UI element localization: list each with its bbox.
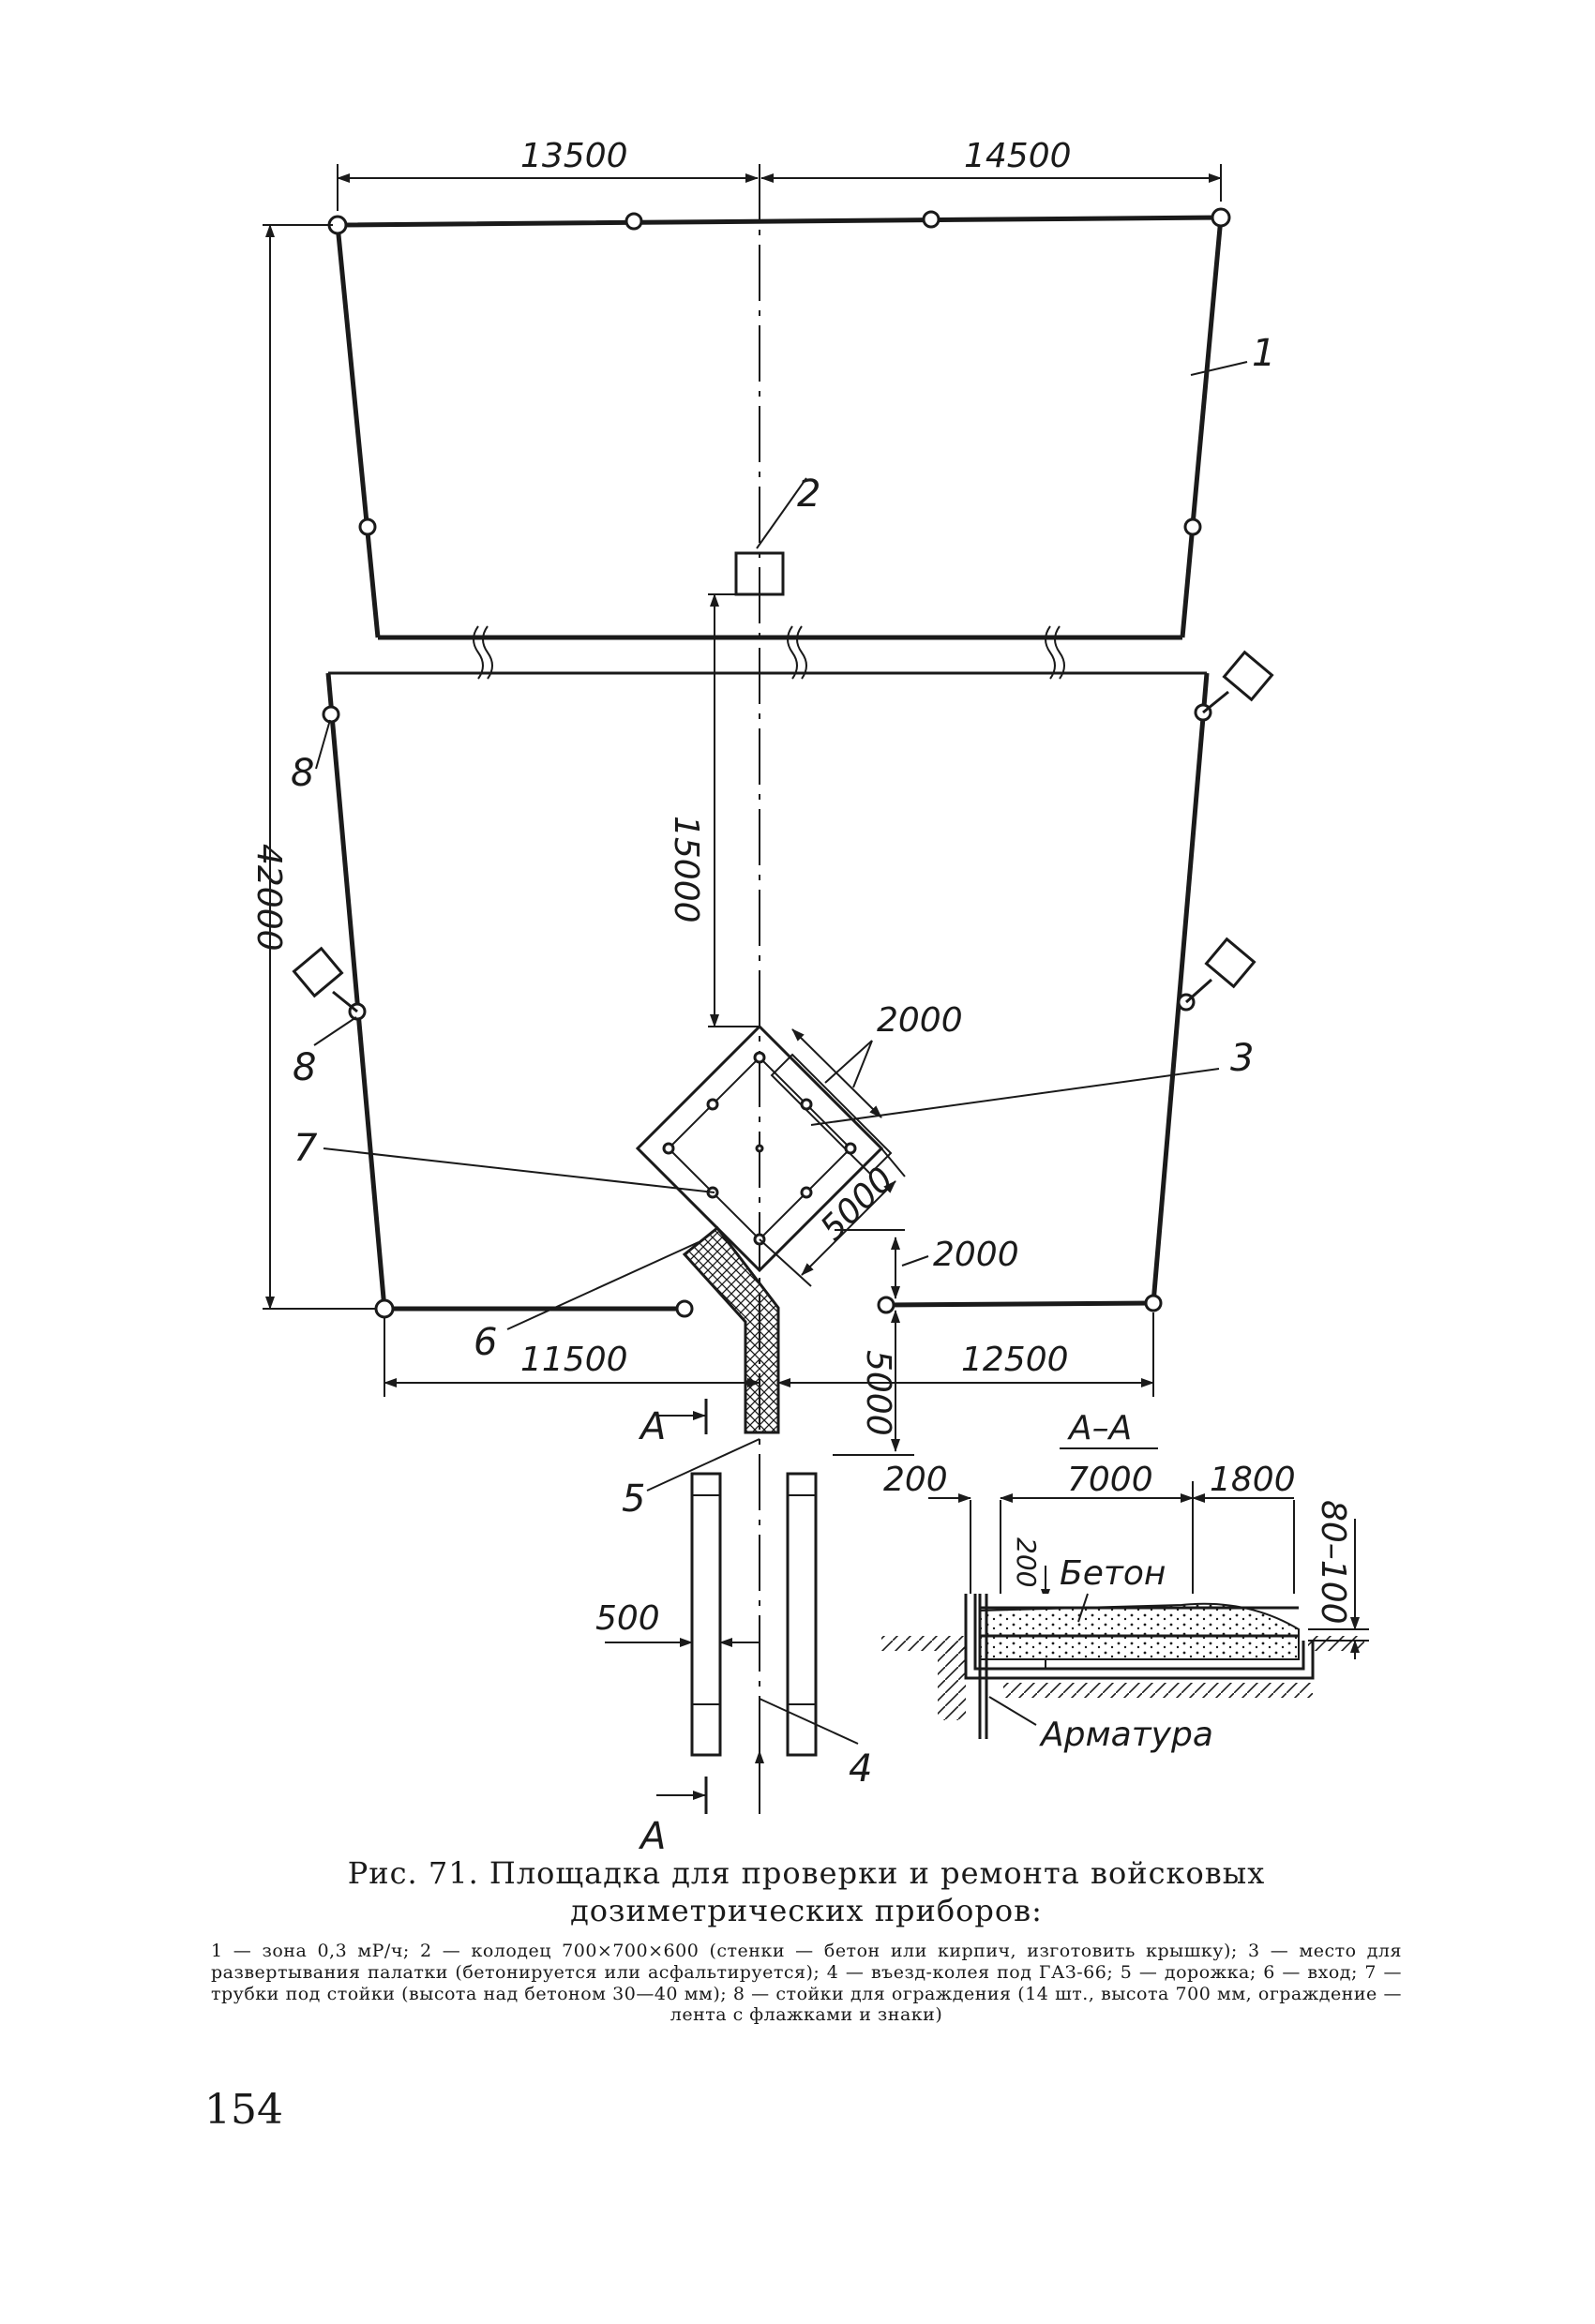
warning-sign-icons (292, 650, 1274, 1013)
dim-bottom-left: 11500 (520, 1341, 628, 1379)
tent-offset-dimension (708, 593, 760, 1027)
label-tubes: 7 (293, 1127, 318, 1170)
figure-caption: Рис. 71. Площадка для проверки и ремонта… (211, 1854, 1402, 2026)
dim-total-height: 42000 (249, 844, 288, 952)
section-a-a (881, 1447, 1369, 1739)
vehicle-track (605, 1399, 859, 1814)
label-entrance: 6 (474, 1321, 497, 1364)
section-dim-left: 200 (883, 1461, 948, 1499)
bottom-dimensions (384, 1312, 1154, 1397)
label-post-upper: 8 (291, 752, 314, 795)
concrete-label: Бетон (1060, 1554, 1166, 1593)
label-post-lower: 8 (293, 1046, 316, 1089)
section-mark-upper: А (638, 1405, 666, 1448)
label-track: 4 (849, 1747, 872, 1791)
label-path: 5 (622, 1477, 645, 1521)
height-dimension (263, 224, 375, 1310)
entrance-path (682, 1225, 780, 1434)
rebar-label: Арматура (1039, 1716, 1213, 1754)
tent-platform (635, 1024, 906, 1287)
dim-top-left: 13500 (520, 137, 628, 175)
dim-top-right: 14500 (964, 137, 1072, 175)
dim-entry-depth: 5000 (859, 1350, 897, 1436)
well-box (734, 477, 807, 596)
page-number: 154 (204, 2086, 283, 2134)
label-well: 2 (797, 472, 820, 516)
section-title: А–А (1067, 1409, 1132, 1447)
section-dim-right: 1800 (1210, 1461, 1296, 1499)
break-marks (473, 625, 1065, 680)
label-zone: 1 (1252, 332, 1275, 375)
section-dim-depth: 80–100 (1314, 1500, 1352, 1625)
dim-bottom-right: 12500 (961, 1341, 1069, 1379)
caption-legend: 1 — зона 0,3 мР/ч; 2 — колодец 700×700×6… (211, 1941, 1402, 2026)
dim-tent-offset: 2000 (877, 1001, 963, 1040)
section-dim-middle: 7000 (1067, 1461, 1153, 1499)
label-leaders (313, 361, 1248, 1492)
section-dim-thickness: 200 (1011, 1537, 1042, 1587)
zone-boundary-top (327, 207, 1231, 640)
zone-boundary-bottom (322, 671, 1212, 1319)
dim-gap-below-tent: 2000 (933, 1236, 1019, 1274)
dim-track-width: 500 (595, 1599, 660, 1638)
top-dimensions (337, 164, 1222, 211)
caption-title: Рис. 71. Площадка для проверки и ремонта… (347, 1855, 1266, 1928)
label-tent: 3 (1230, 1037, 1254, 1080)
dim-to-tent: 15000 (667, 816, 705, 923)
section-mark-lower: А (638, 1815, 666, 1858)
